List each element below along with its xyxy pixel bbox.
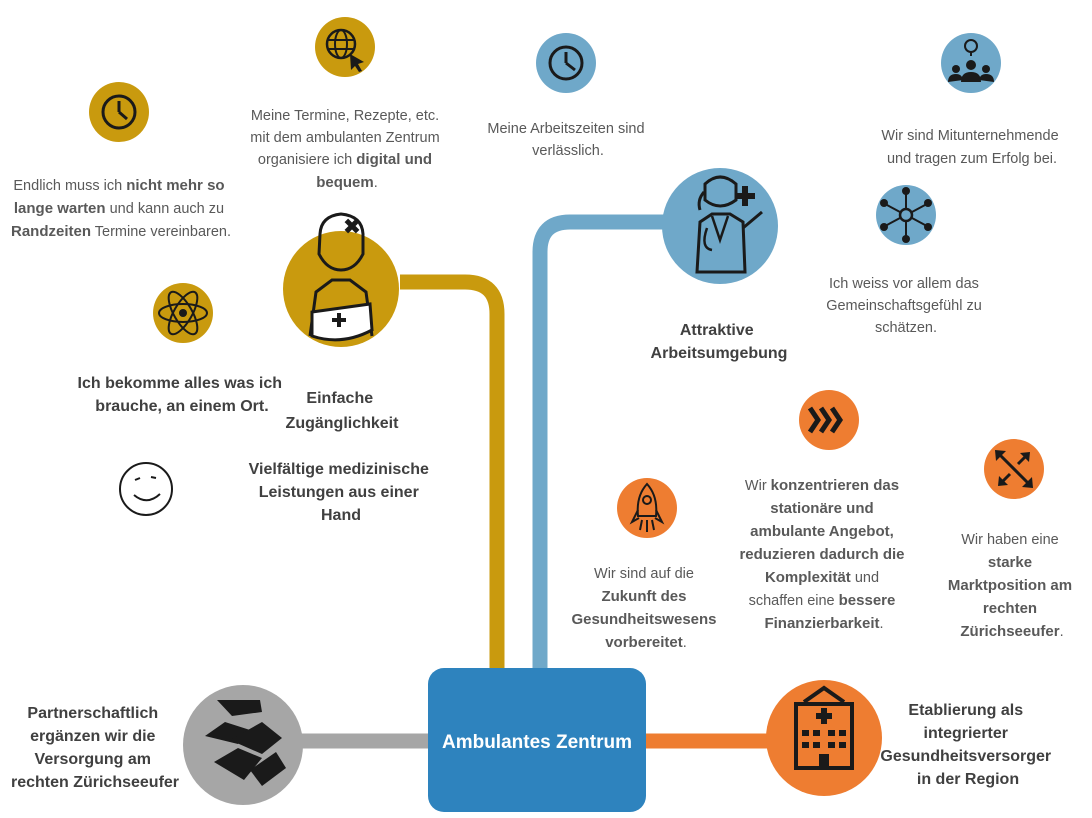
caption-digital: Meine Termine, Rezepte, etc. mit dem amb… [250, 108, 443, 191]
clock-icon[interactable] [536, 33, 596, 93]
patient-icon[interactable] [283, 212, 399, 347]
caption-community: Ich weiss vor allem das Gemeinschaftsgef… [826, 276, 986, 336]
caption-hours: Meine Arbeitszeiten sind verlässlich. [487, 121, 648, 159]
atom-icon[interactable] [153, 283, 213, 343]
center-box[interactable] [428, 668, 646, 812]
clock-icon[interactable] [89, 82, 149, 142]
globe-cursor-icon[interactable] [315, 17, 375, 77]
caption-waiting: Endlich muss ich nicht mehr so lange war… [11, 177, 231, 240]
blue-connector [532, 214, 668, 670]
rocket-icon[interactable] [617, 478, 677, 538]
hospital-icon[interactable] [766, 680, 882, 796]
network-icon[interactable] [876, 185, 936, 245]
chevrons-icon[interactable] [799, 390, 859, 450]
caption-market: Wir haben eine starke Marktposition am r… [948, 532, 1076, 640]
orange-branch-label: Etablierung als integrierter Gesundheits… [880, 702, 1055, 788]
caption-future: Wir sind auf die Zukunft des Gesundheits… [571, 566, 720, 651]
handshake-icon[interactable] [183, 685, 303, 805]
yellow-branch-sublabel: Vielfältige medizinische Leistungen aus … [249, 461, 434, 524]
caption-one-place: Ich bekomme alles was ich brauche, an ei… [78, 375, 287, 415]
smiley-icon [119, 462, 173, 516]
blue-branch-label: Attraktive Arbeitsumgebung [651, 322, 788, 362]
yellow-branch-label: Einfache Zugänglichkeit [286, 390, 400, 432]
center-label: Ambulantes Zentrum [442, 732, 632, 753]
yellow-connector [400, 274, 505, 670]
gray-branch-label: Partnerschaftlich ergänzen wir die Verso… [11, 705, 179, 791]
caption-co-entrepreneurs: Wir sind Mitunternehmende und tragen zum… [881, 128, 1062, 167]
caption-concentrate: Wir konzentrieren das stationäre und amb… [739, 477, 908, 632]
doctor-icon[interactable] [662, 168, 778, 284]
arrows-icon[interactable] [984, 439, 1044, 499]
team-idea-icon[interactable] [941, 33, 1001, 93]
